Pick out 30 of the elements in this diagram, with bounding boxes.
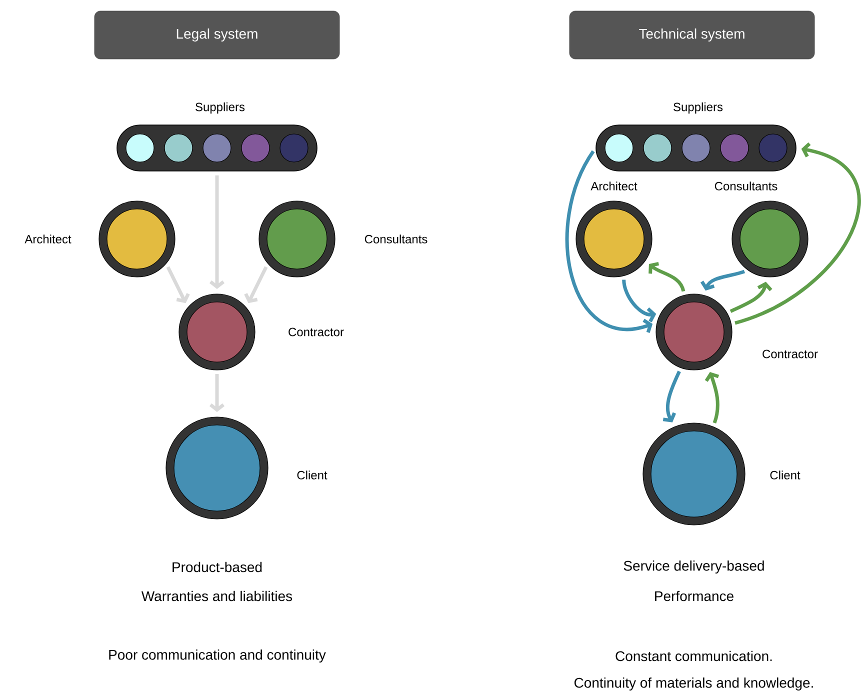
caption-text: Service delivery-based: [624, 560, 764, 574]
arrow: [704, 372, 720, 424]
arrow: [648, 262, 686, 292]
node-label: Suppliers: [196, 102, 245, 114]
caption-text: Warranties and liabilities: [141, 590, 292, 602]
arrow: [244, 266, 268, 304]
caption-text: Constant communication.: [616, 650, 772, 662]
node-label: Client: [297, 470, 328, 480]
node-label: Consultants: [364, 234, 428, 244]
arrow: [209, 175, 225, 289]
node-label: Client: [770, 470, 800, 480]
caption-text: Performance: [655, 590, 734, 602]
arrow: [700, 270, 745, 291]
arrow: [622, 280, 656, 322]
node-label: Consultants: [714, 182, 778, 190]
arrow: [565, 150, 653, 333]
node-label: Architect: [590, 182, 638, 190]
node-label: Suppliers: [674, 102, 723, 114]
arrow: [209, 374, 225, 412]
arrow: [662, 370, 681, 422]
arrow: [730, 282, 772, 313]
node-label: Contractor: [288, 328, 344, 336]
arrow: [166, 266, 190, 304]
caption-text: Poor communication and continuity: [109, 649, 326, 663]
header-box: Legal system: [94, 10, 340, 60]
caption-text: Continuity of materials and knowledge.: [574, 677, 813, 691]
caption-text: Product-based: [172, 562, 262, 572]
header-box: Technical system: [569, 10, 815, 60]
node-label: Contractor: [762, 350, 818, 358]
node-label: Architect: [24, 234, 72, 244]
